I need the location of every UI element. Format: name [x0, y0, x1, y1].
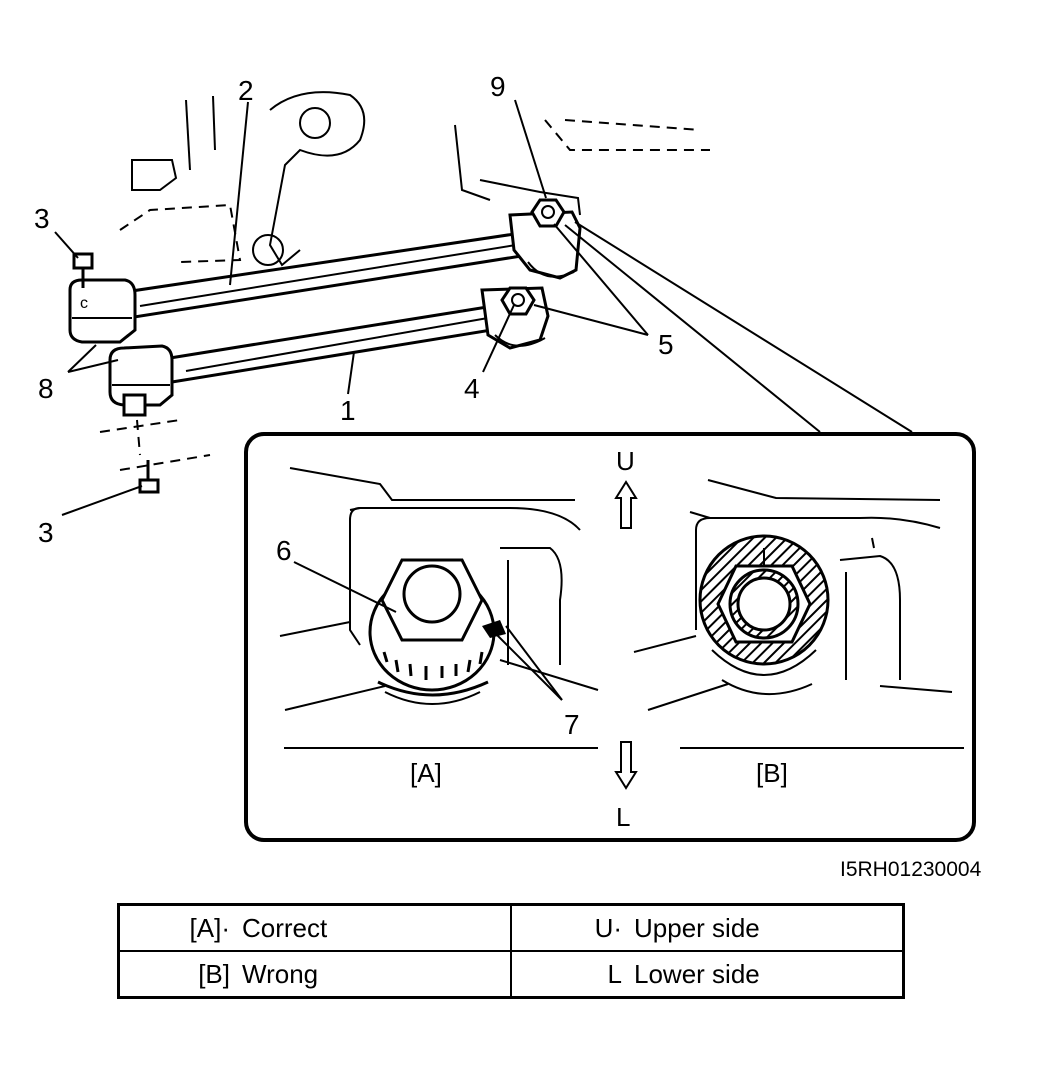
detail-wrong: [633, 479, 953, 711]
right-bracket-upper: [508, 210, 582, 280]
callout-9: 9: [490, 71, 506, 102]
callout-7: 7: [564, 709, 580, 740]
label-wrong: [B]: [756, 758, 788, 788]
legend-value: Upper side: [634, 912, 760, 943]
detail-inset: U L: [244, 432, 976, 842]
left-clamp-upper: c: [68, 278, 137, 344]
legend-table: [A]· Correct U· Upper side [B] Wrong L Lower…: [117, 903, 905, 999]
svg-text:c: c: [80, 295, 88, 312]
label-correct: [A]: [410, 758, 442, 788]
callout-8: 8: [38, 373, 54, 404]
legend-cell: [B] Wrong: [117, 950, 512, 999]
callout-4: 4: [464, 373, 480, 404]
legend-key: [B]: [198, 958, 230, 989]
callout-3-upper: 3: [34, 203, 50, 234]
legend-row: [B] Wrong L Lower side: [117, 950, 905, 999]
legend-value: Lower side: [634, 958, 760, 989]
vehicle-frame-background: [99, 91, 710, 471]
callout-3-lower: 3: [38, 517, 54, 548]
legend-key: U·: [594, 912, 622, 943]
callout-6: 6: [276, 535, 292, 566]
arrow-down-icon: [614, 741, 638, 790]
nut-lower-right: [500, 286, 536, 316]
leader-lines: [54, 99, 913, 516]
lower-lateral-rod: [168, 301, 518, 384]
left-clamp-lower: [108, 344, 174, 417]
figure-code: I5RH01230004: [840, 858, 982, 881]
legend-cell: U· Upper side: [510, 903, 905, 952]
nut-upper-right: [530, 198, 566, 228]
legend-cell: L Lower side: [510, 950, 905, 999]
arrow-up-icon: [614, 480, 638, 529]
legend-row: [A]· Correct U· Upper side: [117, 903, 905, 952]
callout-1: 1: [340, 395, 356, 426]
legend-key: [A]·: [189, 912, 230, 943]
callout-2: 2: [238, 75, 254, 106]
upper-side-letter: U: [616, 446, 635, 476]
legend-key: L: [607, 958, 622, 989]
legend-cell: [A]· Correct: [117, 903, 512, 952]
upper-lateral-rod: [123, 230, 536, 320]
legend-value: Wrong: [242, 958, 319, 989]
callout-5: 5: [658, 329, 674, 360]
washer-scale: [382, 651, 484, 680]
bolt-lower-left: [136, 419, 160, 494]
legend-value: Correct: [242, 912, 328, 943]
detail-correct: [279, 467, 599, 711]
lower-side-letter: L: [616, 802, 630, 832]
